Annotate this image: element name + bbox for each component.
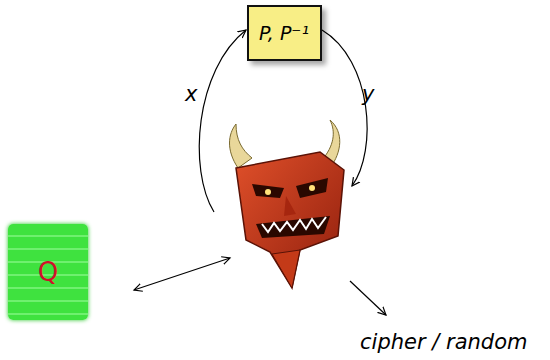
box-text: Q	[38, 257, 58, 287]
box-text: P, P⁻¹	[259, 22, 309, 44]
permutation-box: P, P⁻¹	[247, 5, 322, 61]
output-label: cipher / random	[360, 330, 527, 354]
oracle-link	[134, 258, 230, 290]
adversary-devil	[230, 120, 345, 288]
answer-label: y	[362, 82, 374, 106]
query-label: x	[185, 82, 197, 106]
quantum-oracle-box: Q	[8, 224, 88, 320]
output-arrow	[350, 281, 386, 315]
